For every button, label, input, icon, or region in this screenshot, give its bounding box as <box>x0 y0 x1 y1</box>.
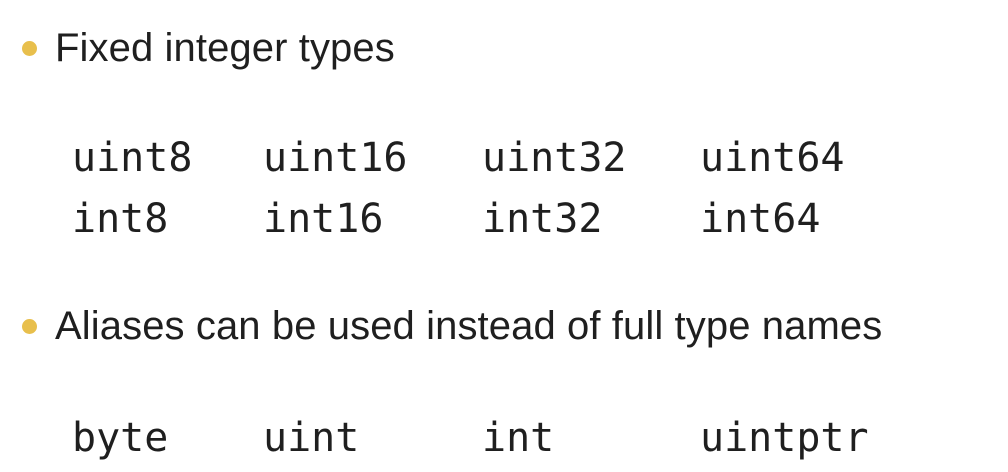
alias-uint: uint <box>263 415 360 461</box>
type-uint32: uint32 <box>482 135 627 181</box>
bullet-text: Aliases can be used instead of full type… <box>55 304 883 348</box>
type-int32: int32 <box>482 196 603 242</box>
type-uint64: uint64 <box>700 135 845 181</box>
type-int64: int64 <box>700 196 821 242</box>
bullet-text: Fixed integer types <box>55 26 395 70</box>
bullet-aliases: Aliases can be used instead of full type… <box>22 306 882 346</box>
type-uint8: uint8 <box>72 135 193 181</box>
bullet-fixed-integer-types: Fixed integer types <box>22 28 395 68</box>
alias-uintptr: uintptr <box>700 415 869 461</box>
alias-byte: byte <box>72 415 169 461</box>
type-int8: int8 <box>72 196 169 242</box>
alias-int: int <box>482 415 555 461</box>
bullet-dot-icon <box>22 40 37 56</box>
type-int16: int16 <box>263 196 384 242</box>
bullet-dot-icon <box>22 318 37 334</box>
type-uint16: uint16 <box>263 135 408 181</box>
